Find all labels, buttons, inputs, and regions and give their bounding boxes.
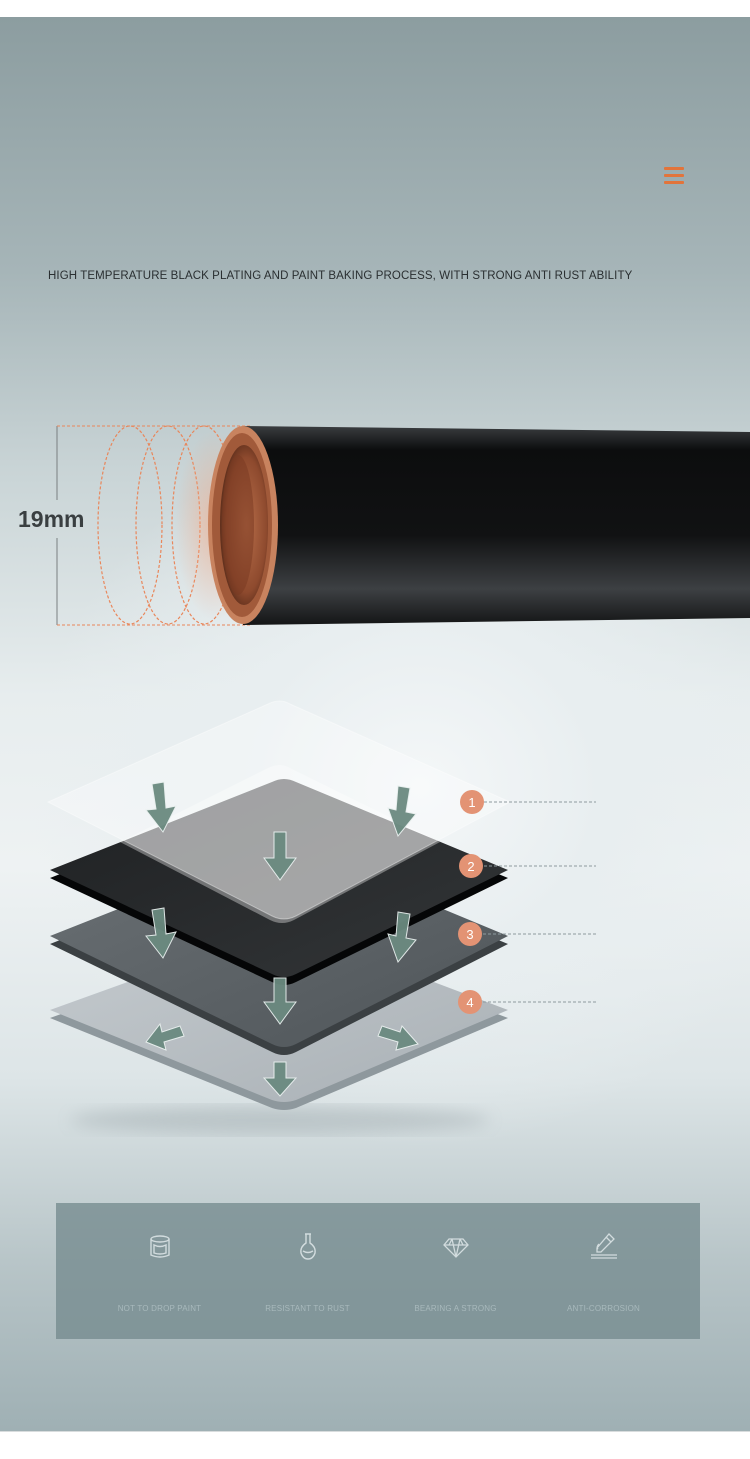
pipe-body (243, 426, 750, 625)
dimension-label: 19mm (18, 506, 85, 532)
bottom-bar (0, 1431, 750, 1459)
pipe-illustration (56, 425, 750, 626)
layer-4-number: 4 (466, 995, 473, 1010)
feature-label: RESISTANT TO RUST (265, 1304, 350, 1313)
coating-layers-illustration: 1 2 3 4 (46, 700, 596, 1134)
layer-1-number: 1 (468, 795, 475, 810)
feature-not-to-drop-paint: NOT TO DROP PAINT (79, 1203, 240, 1339)
layer-2-badge: 2 (459, 854, 596, 878)
dropper-icon (591, 1233, 617, 1259)
feature-bearing-a-strong: BEARING A STRONG (375, 1203, 536, 1339)
feature-label: ANTI-CORROSION (566, 1304, 641, 1313)
headline: HIGH TEMPERATURE BLACK PLATING AND PAINT… (48, 270, 633, 282)
top-bar (0, 0, 750, 17)
menu-icon[interactable] (664, 167, 684, 185)
diamond-icon (443, 1238, 469, 1258)
features-panel: NOT TO DROP PAINT RESISTANT TO RUST BEAR… (56, 1203, 700, 1339)
layer-3-number: 3 (466, 927, 473, 942)
layer-1-badge: 1 (460, 790, 596, 814)
paint-bucket-icon (150, 1235, 170, 1258)
feature-label: NOT TO DROP PAINT (117, 1304, 202, 1313)
feature-label: BEARING A STRONG (414, 1304, 497, 1313)
layer-4-badge: 4 (458, 990, 596, 1014)
feature-anti-corrosion: ANTI-CORROSION (523, 1203, 684, 1339)
flask-icon (300, 1233, 316, 1260)
layer-2-number: 2 (467, 859, 474, 874)
layer-3-badge: 3 (458, 922, 596, 946)
arrow-group (145, 781, 419, 1097)
product-banner (0, 17, 750, 1431)
ghost-ring (97, 425, 163, 625)
feature-resistant-to-rust: RESISTANT TO RUST (227, 1203, 388, 1339)
